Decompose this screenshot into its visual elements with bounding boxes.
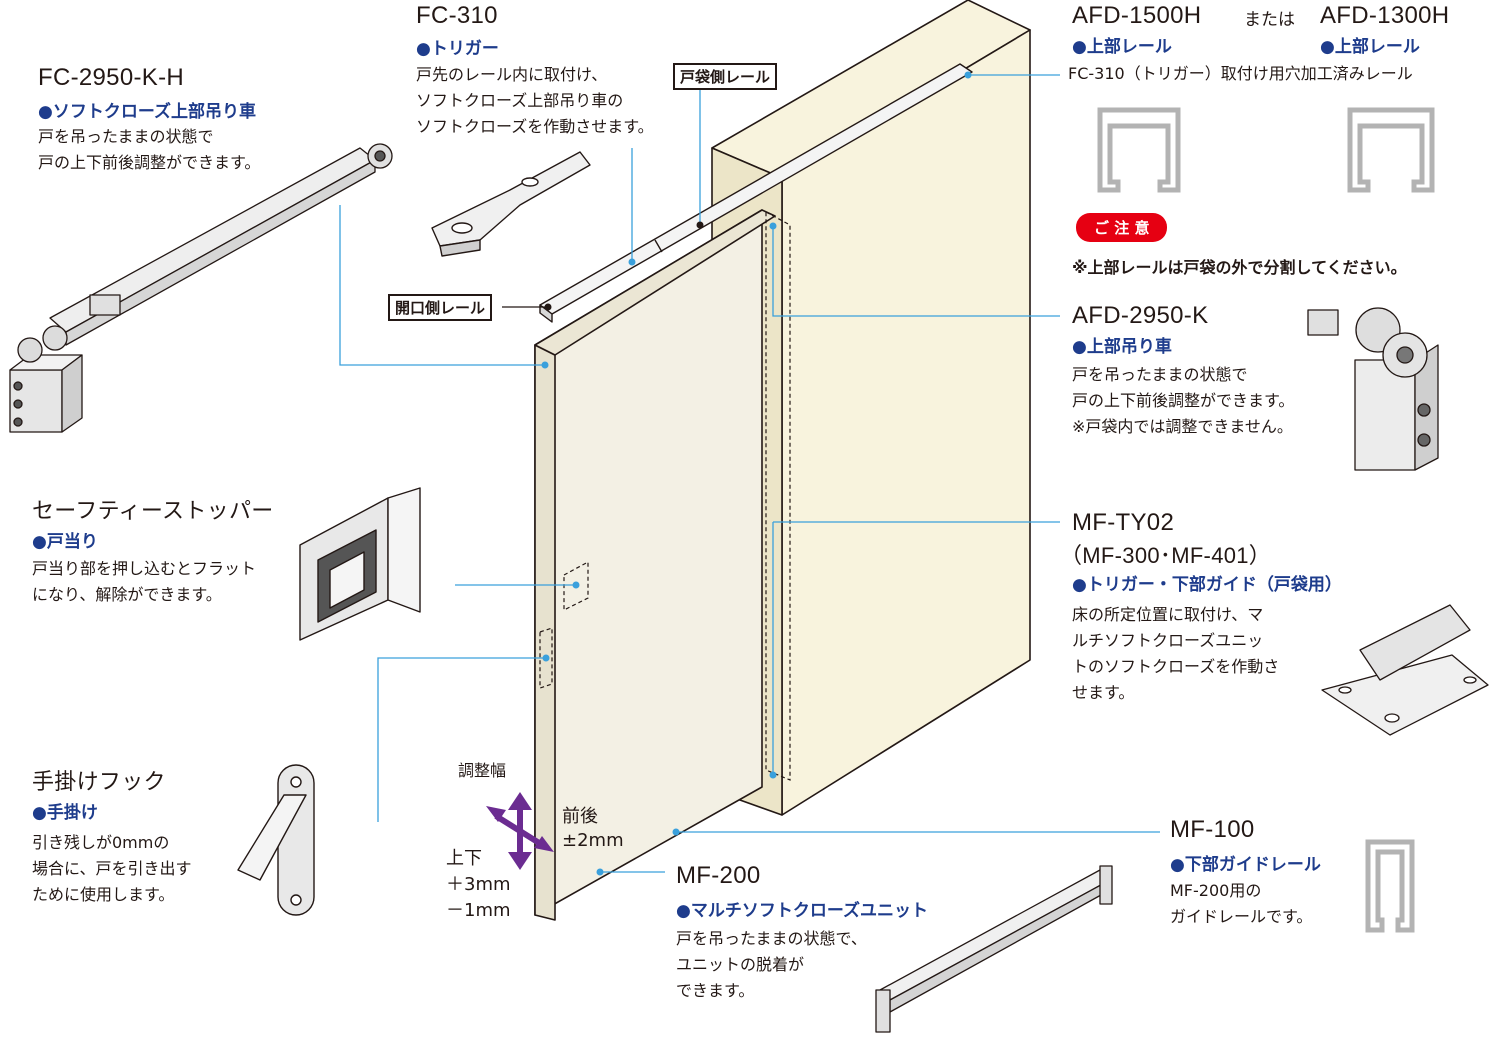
fc2950-name: ●ソフトクローズ上部吊り車: [38, 102, 256, 122]
caution-badge: ご 注 意: [1076, 213, 1168, 242]
caution-text: ※上部レールは戸袋の外で分割してください。: [1072, 258, 1407, 277]
pocket-rail-label: 戸袋側レール: [673, 63, 778, 90]
afd2950-name: ●上部吊り車: [1072, 337, 1172, 357]
mf200-name: ●マルチソフトクローズユニット: [676, 901, 928, 921]
fc310-name: ●トリガー: [416, 39, 499, 59]
rail-note: FC-310（トリガー）取付け用穴加工済みレール: [1068, 64, 1413, 83]
afd1500-code: AFD-1500H: [1072, 2, 1202, 29]
hook-code: 手掛けフック: [32, 769, 166, 794]
mfty02-desc: 床の所定位置に取付け、マ ルチソフトクローズユニッ トのソフトクローズを作動さ …: [1072, 605, 1280, 702]
mf200-code: MF-200: [676, 862, 761, 889]
top-rail: [539, 63, 973, 323]
mf200-desc: 戸を吊ったままの状態で、 ユニットの脱着が できます。: [676, 929, 867, 1000]
leader-lines: [339, 74, 1160, 873]
afd1500-name: ●上部レール: [1072, 37, 1172, 57]
safety-name: ●戸当り: [32, 532, 98, 552]
hook-desc: 引き残しが0mmの 場合に、戸を引き出す ために使用します。: [32, 833, 192, 904]
rail-profiles: [1097, 107, 1435, 933]
fc310-desc: 戸先のレール内に取付け、 ソフトクローズ上部吊り車の ソフトクローズを作動させま…: [416, 65, 654, 136]
mf100-code: MF-100: [1170, 816, 1255, 843]
opening-rail-label: 開口側レール: [388, 294, 493, 321]
mfty02-illustration: [1321, 604, 1489, 736]
afd1300-name: ●上部レール: [1320, 37, 1420, 57]
fc310-code: FC-310: [416, 2, 498, 29]
afd2950-code: AFD-2950-K: [1072, 302, 1209, 329]
fc2950-desc: 戸を吊ったままの状態で 戸の上下前後調整ができます。: [38, 127, 261, 172]
mf100-desc: MF-200用の ガイドレールです。: [1170, 881, 1313, 926]
adjust-up-down: 上下 ＋3mm －1mm: [446, 848, 511, 921]
fc2950-hanger-illustration: [9, 143, 393, 433]
safety-code: セーフティーストッパー: [32, 498, 274, 523]
safety-stopper-illustration: [299, 487, 421, 641]
hook-name: ●手掛け: [32, 803, 98, 823]
adjust-arrows: [486, 792, 554, 870]
adjust-title: 調整幅: [458, 761, 507, 780]
fc310-trigger-illustration: [431, 151, 591, 257]
afd-or-text: または: [1244, 10, 1295, 30]
adjust-front-back: 前後 ±2mm: [562, 806, 624, 851]
mf100-name: ●下部ガイドレール: [1170, 855, 1321, 875]
mf200-illustration: [875, 865, 1113, 1033]
mfty02-name: ●トリガー・下部ガイド（戸袋用）: [1072, 575, 1342, 595]
leader-dots: [541, 71, 972, 876]
afd2950-hanger-illustration: [1307, 307, 1439, 471]
hidden-parts: [539, 210, 791, 781]
safety-desc: 戸当り部を押し込むとフラット になり、解除ができます。: [32, 559, 257, 604]
hand-hook-illustration: [237, 764, 315, 916]
afd1300-code: AFD-1300H: [1320, 2, 1450, 29]
mfty02-alt: （MF-300･MF-401）: [1060, 543, 1272, 568]
door-panel: [534, 209, 776, 921]
mfty02-code: MF-TY02: [1072, 509, 1175, 536]
afd2950-desc: 戸を吊ったままの状態で 戸の上下前後調整ができます。 ※戸袋内では調整できません…: [1072, 365, 1295, 436]
fc2950-code: FC-2950-K-H: [38, 64, 184, 91]
